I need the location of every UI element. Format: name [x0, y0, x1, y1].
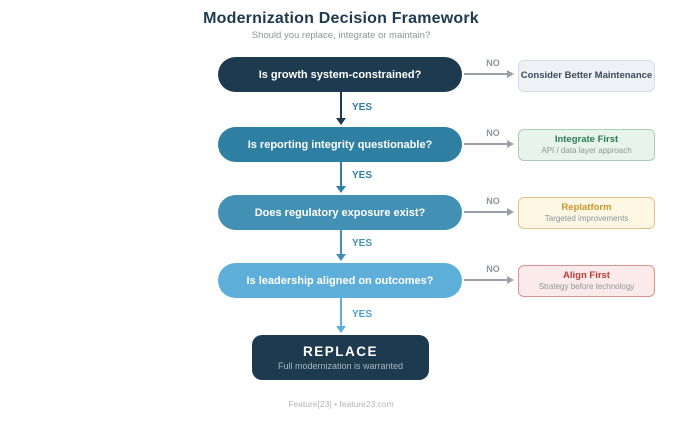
question-node-reporting: Is reporting integrity questionable? [218, 127, 462, 162]
page-subtitle: Should you replace, integrate or maintai… [251, 30, 431, 41]
yes-label: YES [352, 309, 373, 320]
result-box-consider-maintenance: Consider Better Maintenance [518, 60, 655, 92]
question-node-regulatory: Does regulatory exposure exist? [218, 195, 462, 230]
arrow-line [340, 92, 342, 118]
no-label: NO [486, 264, 500, 274]
arrowhead-down-icon [336, 118, 346, 125]
arrow-line [464, 73, 508, 75]
no-arrow [464, 70, 514, 78]
result-title: Integrate First [554, 133, 619, 145]
arrowhead-down-icon [336, 254, 346, 261]
result-box-integrate-first: Integrate First API / data layer approac… [518, 129, 655, 161]
arrow-line [464, 143, 508, 145]
result-box-replatform: Replatform Targeted improvements [518, 197, 655, 229]
yes-label: YES [352, 102, 373, 113]
arrowhead-right-icon [507, 208, 514, 216]
yes-label: YES [352, 170, 373, 181]
final-title: REPLACE [302, 344, 378, 359]
final-node-replace: REPLACE Full modernization is warranted [252, 335, 429, 380]
arrowhead-right-icon [507, 70, 514, 78]
result-box-align-first: Align First Strategy before technology [518, 265, 655, 297]
result-title: Replatform [561, 201, 612, 213]
yes-arrow [334, 92, 348, 125]
no-label: NO [486, 58, 500, 68]
question-label: Does regulatory exposure exist? [254, 206, 426, 219]
arrow-line [464, 279, 508, 281]
no-label: NO [486, 128, 500, 138]
arrow-line [340, 298, 342, 326]
arrowhead-right-icon [507, 140, 514, 148]
arrow-line [464, 211, 508, 213]
result-title: Consider Better Maintenance [520, 70, 653, 82]
no-label: NO [486, 196, 500, 206]
question-label: Is growth system-constrained? [258, 68, 422, 81]
yes-label: YES [352, 238, 373, 249]
no-arrow [464, 140, 514, 148]
yes-arrow [334, 230, 348, 261]
footer-attribution: Feature[23] • feature23.com [288, 399, 394, 409]
arrow-line [340, 162, 342, 186]
page-title: Modernization Decision Framework [203, 10, 479, 27]
final-subtitle: Full modernization is warranted [277, 361, 404, 371]
arrowhead-down-icon [336, 326, 346, 333]
result-subtitle: API / data layer approach [541, 146, 632, 156]
arrow-line [340, 230, 342, 254]
question-node-leadership: Is leadership aligned on outcomes? [218, 263, 462, 298]
no-arrow [464, 208, 514, 216]
no-arrow [464, 276, 514, 284]
arrowhead-down-icon [336, 186, 346, 193]
result-subtitle: Targeted improvements [544, 214, 629, 224]
result-subtitle: Strategy before technology [538, 282, 635, 292]
question-label: Is leadership aligned on outcomes? [246, 274, 434, 287]
question-label: Is reporting integrity questionable? [247, 138, 433, 151]
result-title: Align First [563, 269, 610, 281]
arrowhead-right-icon [507, 276, 514, 284]
yes-arrow [334, 298, 348, 333]
yes-arrow [334, 162, 348, 193]
question-node-growth: Is growth system-constrained? [218, 57, 462, 92]
